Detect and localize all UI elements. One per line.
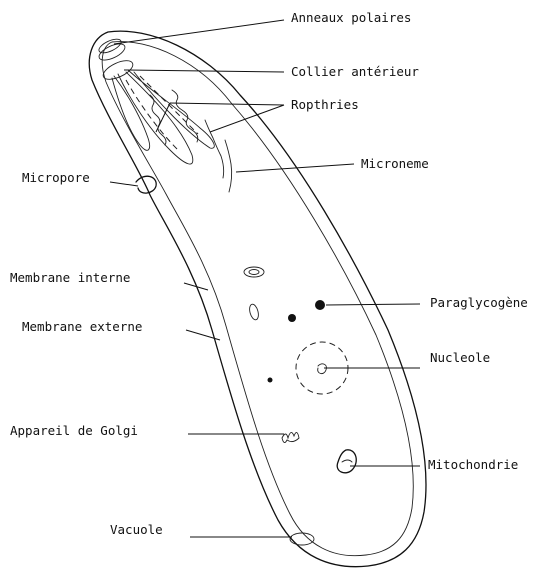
label-membrane-externe: Membrane externe bbox=[22, 319, 142, 334]
inclusion-2 bbox=[248, 303, 260, 321]
mitochondrion-cristae bbox=[342, 460, 352, 462]
rhoptry-1 bbox=[118, 72, 193, 164]
label-micropore: Micropore bbox=[22, 170, 90, 185]
micropore bbox=[136, 176, 156, 193]
microneme-2 bbox=[172, 90, 198, 142]
paraglycogen-granule-3 bbox=[268, 378, 273, 383]
label-microneme: Microneme bbox=[361, 156, 429, 171]
paraglycogen-granule-2 bbox=[288, 314, 296, 322]
nucleolus bbox=[318, 364, 327, 374]
microneme-3 bbox=[205, 120, 224, 178]
leader-paraglycogene bbox=[326, 304, 420, 305]
label-membrane-interne: Membrane interne bbox=[10, 270, 130, 285]
leader-micropore bbox=[110, 182, 138, 186]
paraglycogen-granule-1 bbox=[315, 300, 325, 310]
inner-membrane bbox=[102, 42, 413, 556]
label-paraglycogene: Paraglycogène bbox=[430, 295, 528, 310]
mitochondrion bbox=[337, 450, 356, 473]
rhoptry-4 bbox=[126, 80, 178, 150]
inclusion-1-inner bbox=[249, 270, 259, 275]
polar-ring-2 bbox=[97, 41, 127, 64]
label-appareil-de-golgi: Appareil de Golgi bbox=[10, 423, 138, 438]
microneme-4 bbox=[225, 140, 232, 192]
label-collier-anterieur: Collier antérieur bbox=[291, 64, 419, 79]
outer-membrane bbox=[89, 31, 426, 567]
leader-ropthries-a bbox=[170, 103, 284, 105]
label-mitochondrie: Mitochondrie bbox=[428, 457, 518, 472]
label-ropthries: Ropthries bbox=[291, 97, 359, 112]
leader-collier-anterieur bbox=[124, 70, 284, 72]
leader-membrane-externe bbox=[186, 330, 220, 340]
leader-anneaux-polaires bbox=[114, 20, 284, 44]
label-vacuole: Vacuole bbox=[110, 522, 163, 537]
vacuole bbox=[290, 533, 314, 545]
label-nucleole: Nucleole bbox=[430, 350, 490, 365]
rhoptry-2 bbox=[128, 70, 214, 148]
label-anneaux-polaires: Anneaux polaires bbox=[291, 10, 411, 25]
leader-ropthries-c bbox=[210, 105, 284, 132]
golgi-apparatus bbox=[282, 432, 299, 442]
rhoptry-3 bbox=[112, 76, 150, 150]
inclusion-1 bbox=[244, 267, 264, 277]
